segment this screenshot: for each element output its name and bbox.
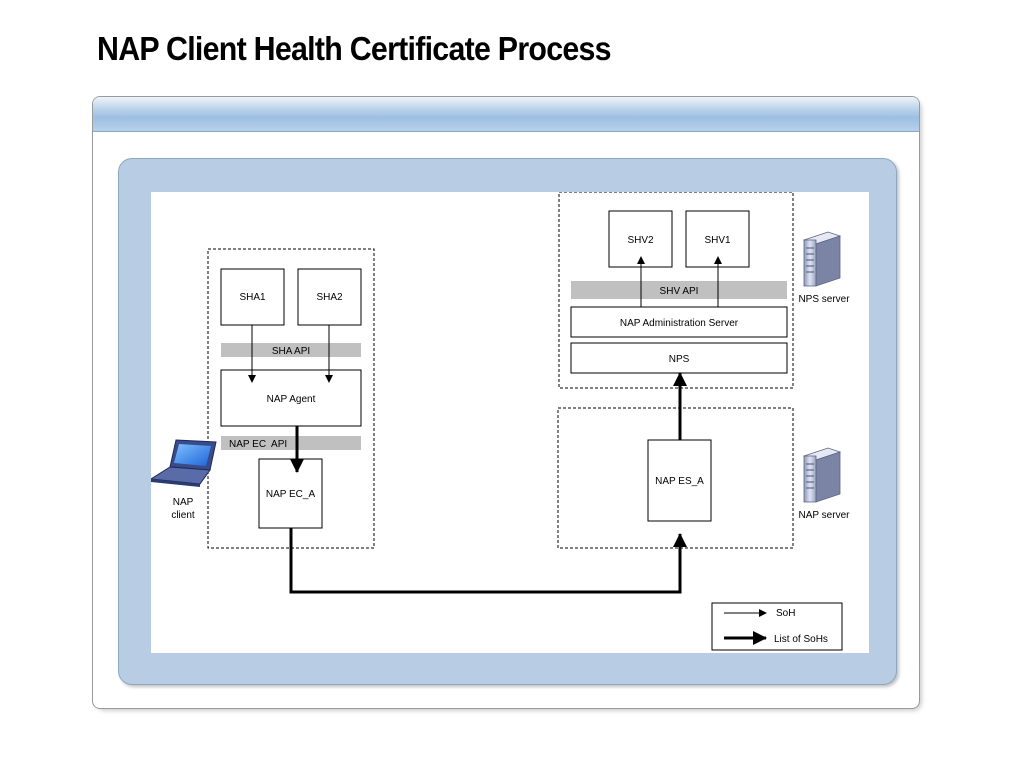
nap-admin-server-label: NAP Administration Server (620, 318, 739, 329)
laptop-icon (151, 439, 217, 487)
nap-es-a-box (647, 439, 712, 522)
nap-agent-box (220, 369, 362, 427)
slide-title: NAP Client Health Certificate Process (97, 30, 612, 67)
nap-ec-api-bar (221, 436, 361, 450)
shv2-label: SHV2 (627, 235, 654, 246)
sha-api-bar (221, 343, 361, 357)
nap-es-a-label: NAP ES_A (655, 476, 704, 487)
nap-client-label-1: NAP (173, 497, 194, 508)
nps-server-boundary (558, 192, 794, 389)
nap-server-icon (802, 447, 842, 503)
nps-label: NPS (669, 354, 690, 365)
panel-header-bar (93, 97, 919, 132)
nap-process-diagram: SHA1 SHA2 SHA API NAP Agent NAP EC API N… (151, 192, 869, 653)
legend-list-label: List of SoHs (774, 634, 828, 645)
nap-agent-label: NAP Agent (267, 394, 316, 405)
sha2-label: SHA2 (316, 292, 343, 303)
nap-admin-server-box (570, 306, 788, 338)
nap-client-label-2: client (171, 510, 195, 521)
nps-server-icon (802, 231, 842, 287)
shv-api-bar (571, 281, 787, 299)
sha1-box (220, 268, 285, 326)
nap-ec-api-label: NAP EC API (229, 439, 287, 450)
sha1-label: SHA1 (239, 292, 266, 303)
nap-ec-a-label: NAP EC_A (266, 489, 316, 500)
ec-to-es-connector (289, 528, 687, 594)
nps-server-label: NPS server (798, 294, 850, 305)
legend-box (711, 602, 843, 651)
nap-server-boundary (557, 407, 794, 549)
shv-api-label: SHV API (660, 286, 699, 297)
sha-api-label: SHA API (272, 346, 310, 357)
sha2-box (297, 268, 362, 326)
nps-box (570, 342, 788, 374)
shv1-label: SHV1 (704, 235, 731, 246)
nap-server-label: NAP server (799, 510, 851, 521)
legend-soh-label: SoH (776, 608, 795, 619)
